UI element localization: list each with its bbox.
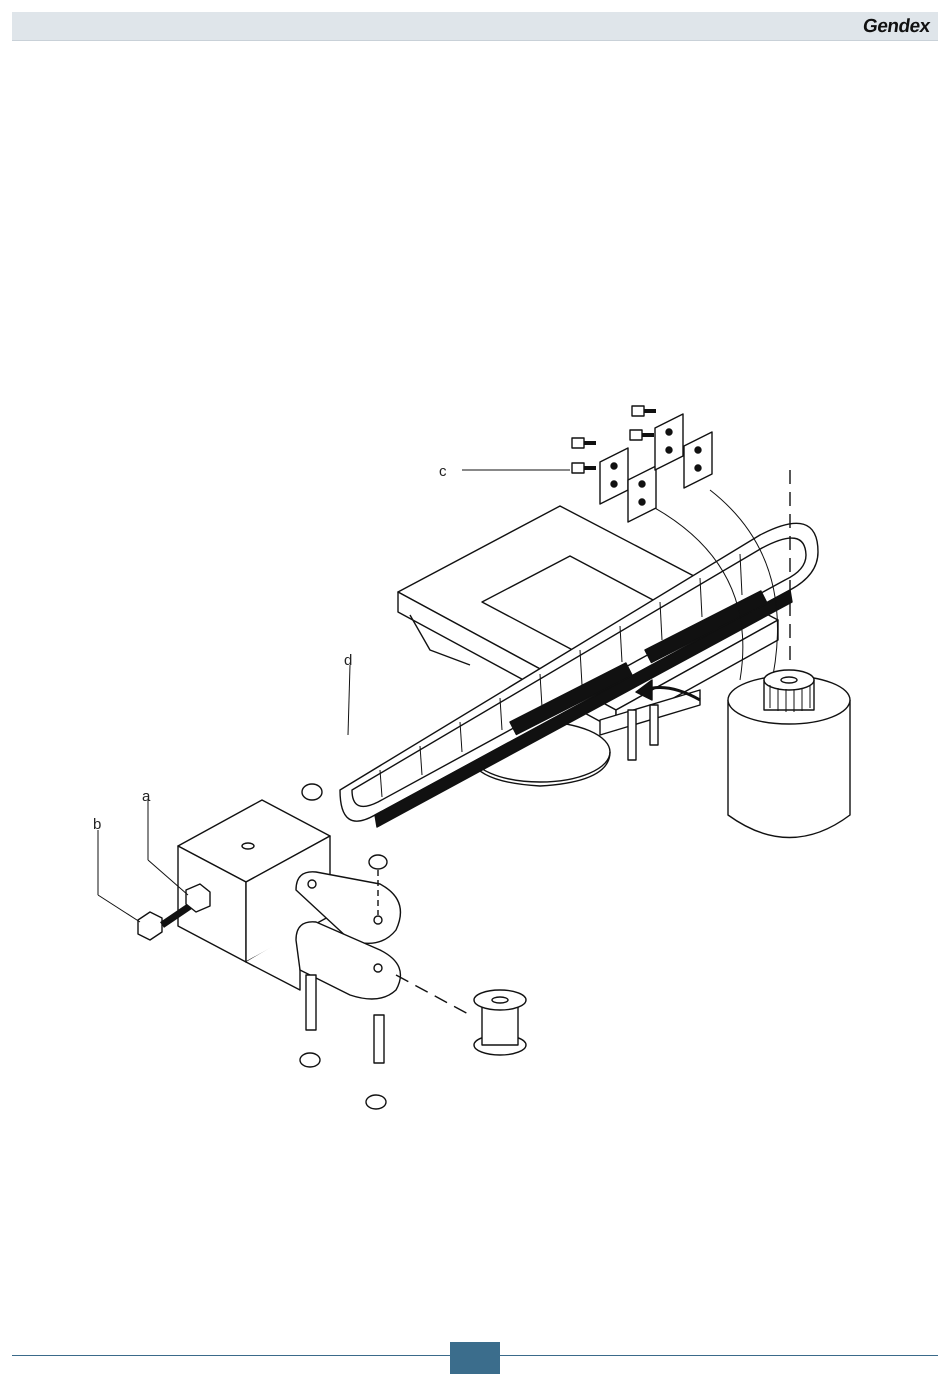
page-number-tab [450,1342,500,1374]
callout-d: d [344,652,352,669]
callout-c: c [439,463,447,480]
leader-d [348,665,350,735]
idler-arm [296,870,470,1015]
clamp-plates [600,414,712,522]
idler-pulley [474,990,526,1055]
callout-a: a [142,788,151,805]
callout-b: b [93,816,101,833]
